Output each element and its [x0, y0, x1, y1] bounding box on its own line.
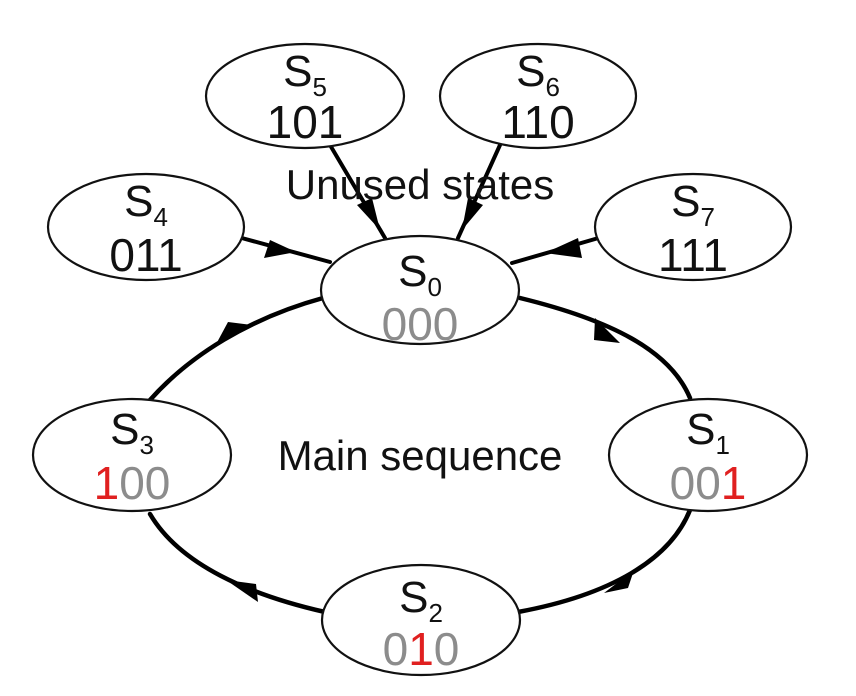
- state-s6: S6 110: [438, 42, 638, 150]
- state-name: S: [124, 177, 153, 226]
- edge-s1-s2: [515, 507, 693, 615]
- edge-s3-s0: [147, 295, 326, 403]
- state-code: 001: [670, 457, 747, 509]
- bit: 1: [702, 229, 728, 281]
- state-name: S: [686, 405, 715, 454]
- bit: 0: [292, 96, 318, 148]
- bit: 0: [109, 229, 135, 281]
- state-name: S: [110, 405, 139, 454]
- bit: 0: [145, 457, 171, 509]
- arrowhead-s2-s3: [226, 580, 258, 602]
- state-subscript: 4: [153, 202, 167, 232]
- svg-text:S2: S2: [399, 573, 443, 628]
- state-code: 100: [94, 457, 171, 509]
- state-code: 010: [383, 623, 460, 675]
- bit: 1: [135, 229, 159, 281]
- arrowhead-s5-s0: [357, 198, 380, 230]
- state-s1: S1 001: [607, 397, 809, 513]
- state-s3: S3 100: [31, 397, 233, 513]
- svg-text:S4: S4: [124, 177, 168, 232]
- unused-states-label: Unused states: [286, 161, 555, 208]
- bit: 0: [695, 457, 721, 509]
- bit: 0: [382, 298, 408, 350]
- edge-s2-s3: [147, 511, 328, 615]
- state-s0: S0 000: [319, 234, 521, 350]
- svg-text:S0: S0: [398, 247, 442, 302]
- state-code: 111: [658, 229, 728, 281]
- state-subscript: 6: [545, 72, 559, 102]
- state-name: S: [283, 47, 312, 96]
- bit: 0: [433, 298, 459, 350]
- svg-text:S3: S3: [110, 405, 154, 460]
- state-subscript: 1: [715, 430, 729, 460]
- state-s7: S7 111: [593, 172, 793, 282]
- bit: 0: [434, 623, 460, 675]
- state-name: S: [398, 247, 427, 296]
- main-sequence-label: Main sequence: [278, 432, 563, 479]
- state-code: 101: [267, 96, 344, 148]
- arrowhead-s3-s0: [214, 322, 252, 348]
- bit: 1: [267, 96, 293, 148]
- bit: 0: [670, 457, 696, 509]
- bit: 1: [408, 623, 434, 675]
- state-name: S: [671, 177, 700, 226]
- arrowhead-s4-s0: [264, 240, 296, 258]
- svg-text:S1: S1: [686, 405, 730, 460]
- arrowhead-s7-s0: [545, 238, 582, 258]
- state-code: 000: [382, 298, 459, 350]
- bit: 0: [383, 623, 409, 675]
- state-subscript: 7: [700, 202, 714, 232]
- svg-text:S5: S5: [283, 47, 327, 102]
- state-code: 110: [501, 96, 574, 148]
- state-s4: S4 011: [46, 172, 246, 282]
- state-name: S: [399, 573, 428, 622]
- bit: 1: [680, 229, 704, 281]
- bit: 1: [523, 96, 549, 148]
- arrowhead-s6-s0: [462, 198, 483, 230]
- state-subscript: 2: [428, 598, 442, 628]
- bit: 1: [94, 457, 120, 509]
- bit: 1: [157, 229, 183, 281]
- bit: 0: [119, 457, 145, 509]
- bit: 1: [658, 229, 682, 281]
- state-subscript: 0: [427, 272, 441, 302]
- bit: 1: [318, 96, 344, 148]
- bit: 0: [407, 298, 433, 350]
- state-s5: S5 101: [204, 42, 406, 150]
- arrowhead-s1-s2: [604, 570, 634, 593]
- state-subscript: 5: [312, 72, 326, 102]
- state-s2: S2 010: [320, 563, 522, 677]
- bit: 0: [549, 96, 575, 148]
- bit: 1: [721, 457, 747, 509]
- arrowhead-s0-s1: [594, 318, 620, 343]
- edge-s0-s1: [517, 295, 693, 401]
- bit: 1: [501, 96, 525, 148]
- state-name: S: [516, 47, 545, 96]
- svg-text:S7: S7: [671, 177, 715, 232]
- svg-text:S6: S6: [516, 47, 560, 102]
- state-code: 011: [109, 229, 182, 281]
- state-subscript: 3: [139, 430, 153, 460]
